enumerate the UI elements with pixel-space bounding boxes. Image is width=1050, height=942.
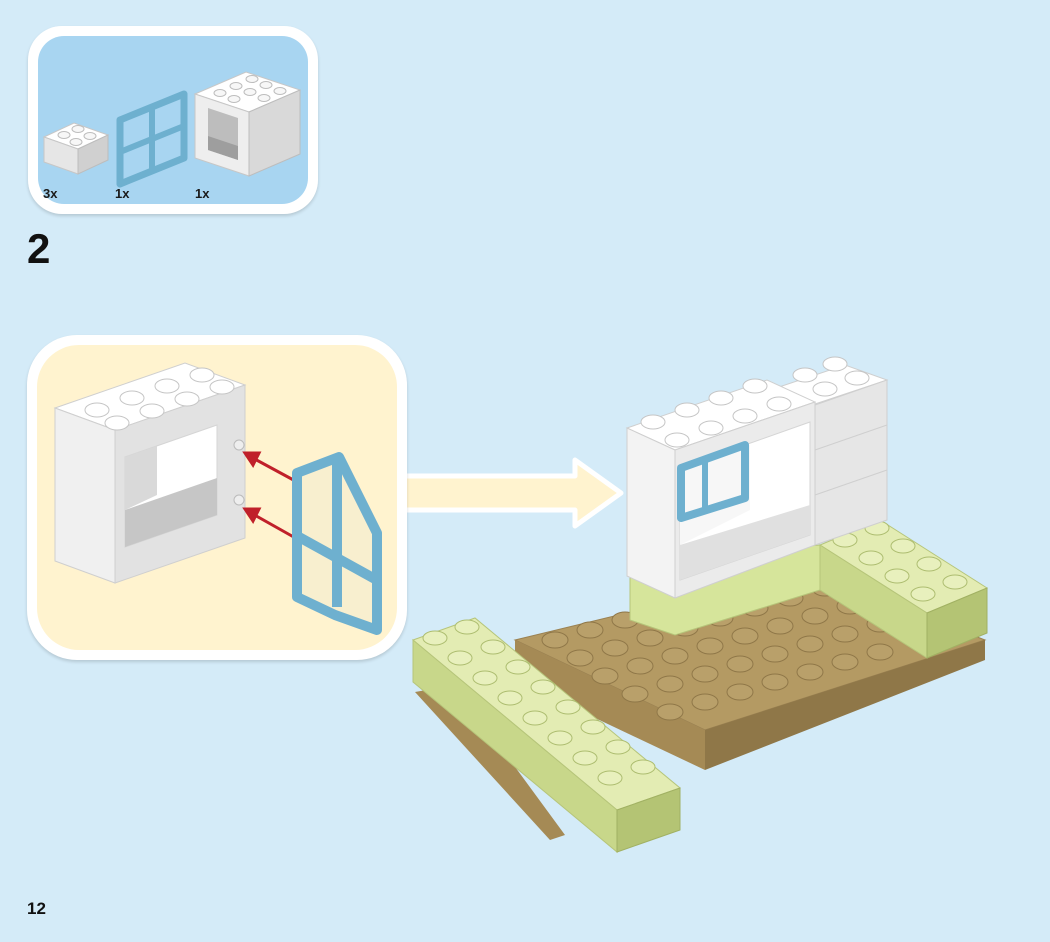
assembly-arrow-icon (392, 457, 624, 529)
sub-assembly-callout (27, 335, 407, 660)
parts-list-inner: 3x 1x 1x (38, 36, 308, 204)
lime-brick-left (412, 617, 682, 854)
white-2x2-brick-part-icon (42, 71, 302, 188)
page-number: 12 (27, 899, 46, 918)
step-number: 2 (27, 225, 51, 272)
window-frame-part-icon (193, 71, 302, 177)
window-frame-on-model (625, 378, 817, 599)
window-pane-part-icon (116, 90, 188, 188)
window-frame-assembly-illustration (53, 362, 382, 635)
parts-list-panel: 3x 1x 1x (28, 26, 318, 214)
main-model-illustration (412, 356, 989, 854)
callout-inner (37, 345, 397, 650)
brick-quantity-label: 3x (43, 186, 58, 201)
window-pane-quantity-label: 1x (115, 186, 130, 201)
window-frame-quantity-label: 1x (195, 186, 210, 201)
lime-brick-right (818, 519, 989, 659)
